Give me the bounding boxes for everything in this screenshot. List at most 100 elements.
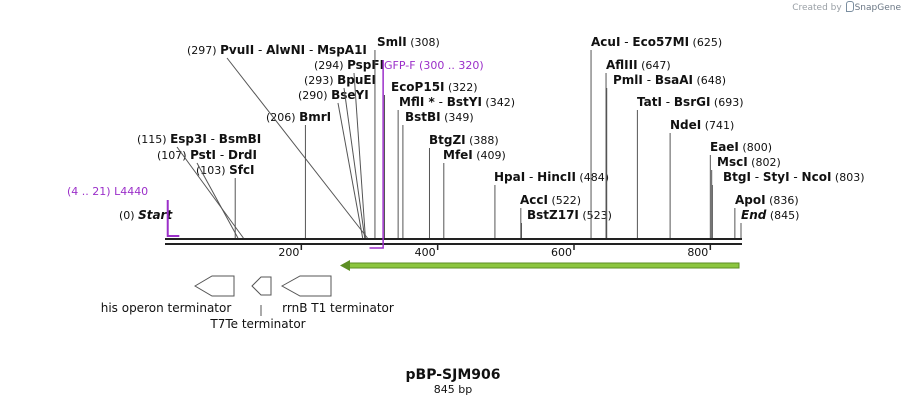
enzyme-name: Start <box>138 208 173 222</box>
site-msci: MscI (802) <box>711 155 781 238</box>
site-position: (290) <box>298 89 331 102</box>
enzyme-name: BtgZI <box>429 133 466 147</box>
site-mfei: MfeI (409) <box>443 148 506 238</box>
enzyme-name: TatI <box>637 95 662 109</box>
site-connector <box>353 72 366 239</box>
primer-name: GFP-F <box>384 59 419 72</box>
enzyme-name: MspA1I <box>317 43 367 57</box>
enzyme-name: MfeI <box>443 148 473 162</box>
snapgene-credit: Created by SnapGene <box>792 1 901 13</box>
site-label: SmlI (308) <box>377 35 440 49</box>
enzyme-name: BtgI <box>723 170 751 184</box>
primer-l4440: (4 .. 21) L4440 <box>67 185 180 237</box>
enzyme-name: End <box>741 208 767 222</box>
enzyme-name: SfcI <box>229 163 254 177</box>
tick-label: 600 <box>551 246 572 259</box>
enzyme-name: PspFI <box>347 58 384 72</box>
separator: - <box>525 170 537 184</box>
site-position: (647) <box>638 59 671 72</box>
site-position: (388) <box>466 134 499 147</box>
site-label: (103) SfcI <box>196 163 255 177</box>
site-label: (206) BmrI <box>266 110 331 124</box>
site-label: (297) PvuII - AlwNI - MspA1I <box>187 43 367 57</box>
site-label: EaeI (800) <box>710 140 772 154</box>
enzyme-name: HpaI <box>494 170 525 184</box>
primer-name: L4440 <box>114 185 148 198</box>
site-position: (836) <box>766 194 799 207</box>
site-acci: AccI (522) <box>520 193 581 238</box>
site-label: PmlI - BsaAI (648) <box>613 73 726 87</box>
site-connector <box>343 87 366 239</box>
site-label: EcoP15I (322) <box>391 80 478 94</box>
site-label: AcuI - Eco57MI (625) <box>591 35 722 49</box>
site-bstbi: BstBI (349) <box>402 110 474 238</box>
separator: - <box>790 170 802 184</box>
enzyme-name: NdeI <box>670 118 701 132</box>
primer-arrow <box>166 200 180 237</box>
enzyme-name: AcuI <box>591 35 620 49</box>
backbone <box>165 238 742 245</box>
separator: - <box>662 95 674 109</box>
t7te-terminator-label: T7Te terminator <box>209 317 305 331</box>
site-label: (107) PstI - DrdI <box>157 148 257 162</box>
site-esp3i: (115) Esp3I - BsmBI <box>137 132 261 239</box>
site-bpuei: (293) BpuEI <box>304 73 376 239</box>
site-position: (103) <box>196 164 229 177</box>
enzyme-name: PmlI <box>613 73 643 87</box>
enzyme-name: BsrGI <box>674 95 711 109</box>
site-label: HpaI - HincII (484) <box>494 170 609 184</box>
tick-label: 200 <box>278 246 299 259</box>
site-position: (297) <box>187 44 220 57</box>
site-position: (693) <box>710 96 743 109</box>
site-pvuii: (297) PvuII - AlwNI - MspA1I <box>187 43 368 239</box>
site-connector <box>176 146 244 239</box>
site-position: (206) <box>266 111 299 124</box>
site-position: (625) <box>689 36 722 49</box>
enzyme-name: BpuEI <box>337 73 376 87</box>
rrnb-t1-terminator: rrnB T1 terminator <box>280 275 394 315</box>
site-end: End (845) <box>740 208 799 238</box>
separator: - <box>620 35 632 49</box>
site-label: BtgI - StyI - NcoI (803) <box>723 170 865 184</box>
site-position: (293) <box>304 74 337 87</box>
enzyme-name: DrdI <box>228 148 257 162</box>
separator: - <box>643 73 655 87</box>
enzyme-name: BstYI <box>447 95 482 109</box>
site-position: (349) <box>441 111 474 124</box>
site-label: AflIII (647) <box>606 58 671 72</box>
plasmid-length: 845 bp <box>434 383 472 396</box>
snapgene-logo-icon <box>845 1 854 12</box>
enzyme-name: BsmBI <box>219 132 261 146</box>
site-ecop15i: EcoP15I (322) <box>383 80 478 238</box>
primer-label: (4 .. 21) L4440 <box>67 185 148 198</box>
green-feature <box>340 260 740 271</box>
credit-prefix: Created by <box>792 3 842 13</box>
enzyme-name: PvuII <box>220 43 254 57</box>
site-label: BtgZI (388) <box>429 133 499 147</box>
site-position: (523) <box>579 209 612 222</box>
t7te-terminator: T7Te terminator <box>209 276 306 331</box>
site-label: BstZ17I (523) <box>527 208 612 222</box>
enzyme-name: EcoP15I <box>391 80 445 94</box>
site-label: MfeI (409) <box>443 148 506 162</box>
separator: - <box>207 132 219 146</box>
site-position: (294) <box>314 59 347 72</box>
tick-label: 400 <box>415 246 436 259</box>
site-connector <box>337 102 364 239</box>
site-position: (741) <box>701 119 734 132</box>
site-afliii: AflIII (647) <box>605 58 671 238</box>
enzyme-name: ApoI <box>735 193 766 207</box>
site-hpai: HpaI - HincII (484) <box>494 170 609 238</box>
tick-label: 800 <box>687 246 708 259</box>
site-position: (342) <box>482 96 515 109</box>
primer-gfp-f: GFP-F (300 .. 320) <box>369 59 484 249</box>
primer-range: (4 .. 21) <box>67 185 114 198</box>
site-label: MflI * - BstYI (342) <box>399 95 515 109</box>
his-operon-terminator-label: his operon terminator <box>101 301 232 315</box>
enzyme-name: AccI <box>520 193 548 207</box>
primer-arrow <box>369 60 384 249</box>
site-tati: TatI - BsrGI (693) <box>636 95 744 238</box>
site-label: ApoI (836) <box>735 193 799 207</box>
site-sfci: (103) SfcI <box>196 163 255 238</box>
